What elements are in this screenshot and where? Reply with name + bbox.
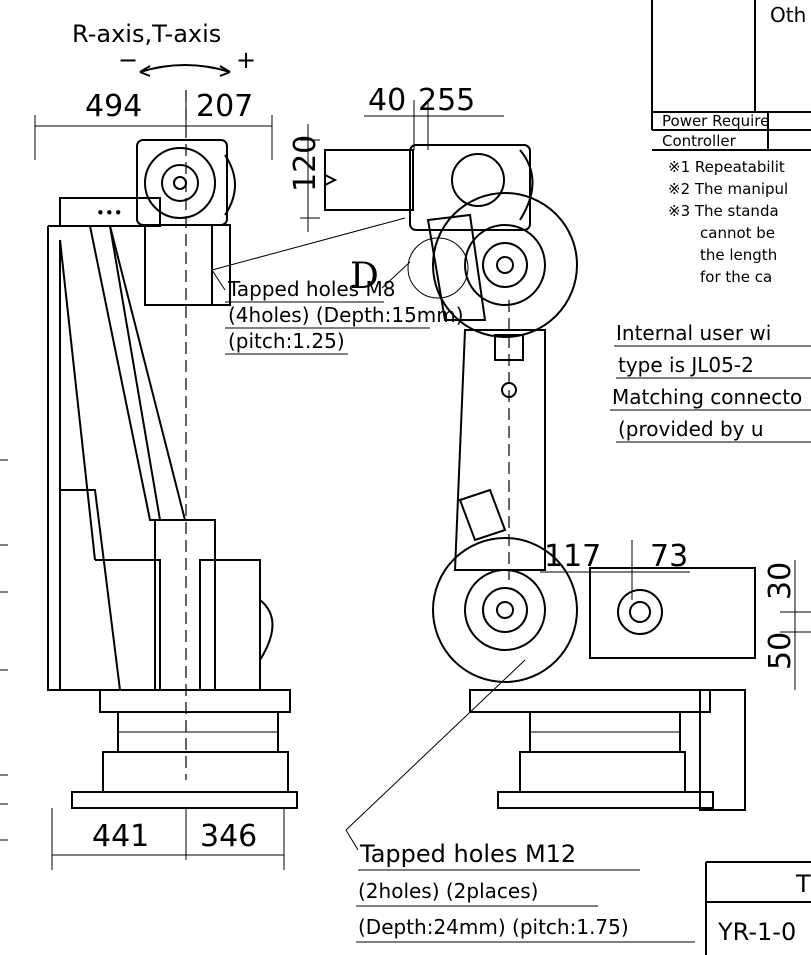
callout-m12-line3: (Depth:24mm) (pitch:1.75) <box>358 915 629 939</box>
axis-label: R-axis,T-axis <box>72 20 221 48</box>
callout-m12-line2: (2holes) (2places) <box>358 879 538 903</box>
table-controller-row: Controller <box>662 132 737 150</box>
dim-73: 73 <box>650 539 688 574</box>
wiring-2: type is JL05-2 <box>618 353 754 377</box>
spec-table: Oth Power Require Controller <box>651 0 811 151</box>
right-view: 40 255 120 D <box>288 83 811 811</box>
note-3-line2: cannot be <box>700 224 775 242</box>
note-3-line4: for the ca <box>700 268 772 286</box>
rotation-arc <box>139 64 231 73</box>
dim-120: 120 <box>288 135 323 192</box>
dim-207: 207 <box>196 89 253 124</box>
dim-494: 494 <box>85 89 142 124</box>
dim-346: 346 <box>200 819 257 854</box>
wiring-1: Internal user wi <box>616 321 771 345</box>
title-block: T YR-1-0 <box>705 861 811 955</box>
dim-117: 117 <box>544 539 601 574</box>
dim-40: 40 <box>368 83 406 118</box>
note-1: ※1 Repeatabilit <box>668 158 785 176</box>
detail-label: D <box>350 256 379 297</box>
title-header: T <box>795 870 811 898</box>
dim-50: 50 <box>763 632 798 670</box>
callout-m8-line1: Tapped holes M8 <box>227 277 395 301</box>
table-power-row: Power Require <box>662 112 769 130</box>
callout-m8-line2: (4holes) (Depth:15mm) <box>228 303 464 327</box>
dim-441: 441 <box>92 819 149 854</box>
dim-255: 255 <box>418 83 475 118</box>
note-3-line3: the length <box>700 246 777 264</box>
wiring-4: (provided by u <box>618 417 764 441</box>
callout-m8-line3: (pitch:1.25) <box>228 329 345 353</box>
wiring-notes: Internal user wi type is JL05-2 Matching… <box>610 321 811 443</box>
callout-m8: Tapped holes M8 (4holes) (Depth:15mm) (p… <box>211 217 464 355</box>
dim-30: 30 <box>763 562 798 600</box>
notes: ※1 Repeatabilit ※2 The manipul ※3 The st… <box>668 158 788 286</box>
callout-m12: Tapped holes M12 (2holes) (2places) (Dep… <box>345 659 695 943</box>
axis-minus: − <box>118 46 138 74</box>
svg-text:•••: ••• <box>96 204 123 222</box>
left-view: R-axis,T-axis − + 494 207 ••• <box>0 20 298 870</box>
table-others-cell: Oth <box>770 3 806 27</box>
title-code: YR-1-0 <box>717 918 796 946</box>
note-2: ※2 The manipul <box>668 180 788 198</box>
axis-plus: + <box>236 46 256 74</box>
note-3: ※3 The standa <box>668 202 779 220</box>
wiring-3: Matching connecto <box>612 385 802 409</box>
callout-m12-line1: Tapped holes M12 <box>359 840 576 868</box>
